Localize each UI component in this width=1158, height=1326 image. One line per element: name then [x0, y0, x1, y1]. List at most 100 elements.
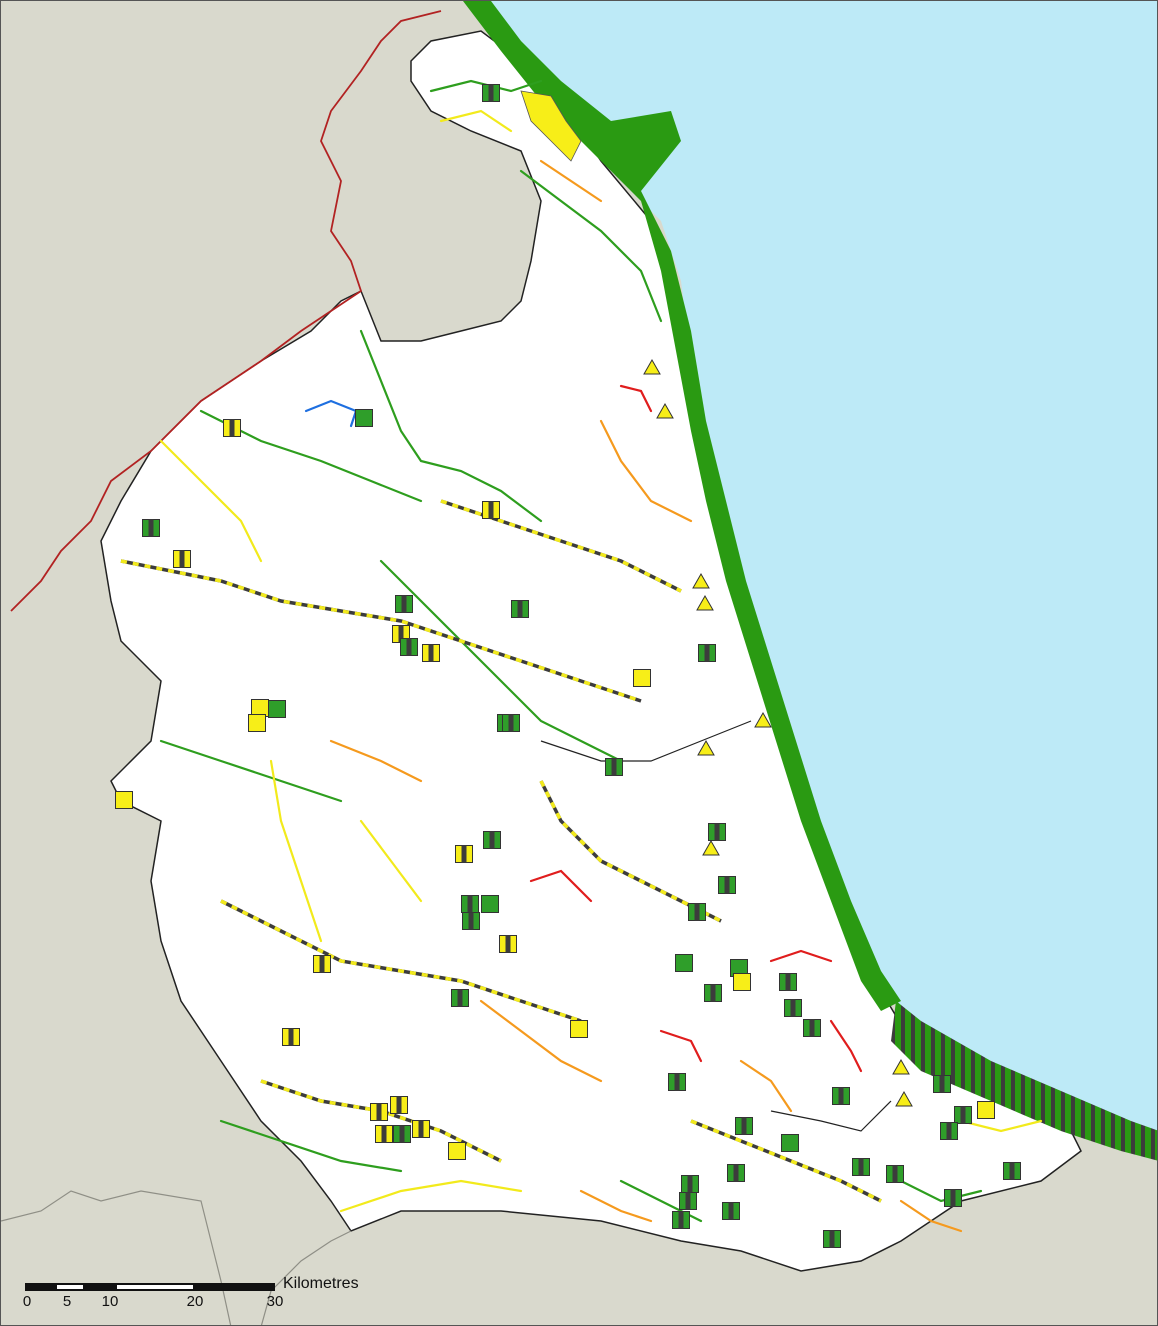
square-marker-icon [248, 714, 266, 732]
river-segment [219, 1119, 403, 1173]
triangle-marker-icon [692, 572, 710, 589]
river-segment [959, 1119, 1043, 1133]
split-square-marker-icon [455, 845, 473, 863]
split-square-marker-icon [886, 1165, 904, 1183]
river-segment [519, 169, 663, 323]
triangle-marker-icon [702, 839, 720, 856]
split-square-marker-icon [718, 876, 736, 894]
river-segment [529, 869, 593, 903]
split-square-marker-icon [727, 1164, 745, 1182]
square-marker-icon [355, 409, 373, 427]
scale-tick: 20 [186, 1293, 204, 1310]
split-square-marker-icon [681, 1175, 699, 1193]
split-square-marker-icon [142, 519, 160, 537]
sea-area [471, 1, 1157, 1160]
river-segment [739, 1059, 793, 1113]
catchment-line [770, 1100, 892, 1132]
river-segment [269, 759, 323, 943]
scale-bar: Kilometres 0 5 10 20 30 [23, 1275, 385, 1323]
square-marker-icon [481, 895, 499, 913]
split-square-marker-icon [395, 595, 413, 613]
split-square-marker-icon [944, 1189, 962, 1207]
river-segment [659, 1029, 703, 1063]
square-marker-icon [781, 1134, 799, 1152]
triangle-marker-icon [892, 1058, 910, 1075]
river-segment [359, 329, 543, 523]
river-segment [159, 439, 263, 563]
split-square-marker-icon [462, 912, 480, 930]
river-segment [769, 949, 833, 963]
coastal-water-band-hatched [891, 1001, 1157, 1161]
square-marker-icon [633, 669, 651, 687]
split-square-marker-icon [933, 1075, 951, 1093]
heavily-modified-rivers [120, 499, 882, 1203]
scale-tick: 30 [266, 1293, 284, 1310]
river-segment [599, 419, 693, 523]
split-square-marker-icon [499, 935, 517, 953]
split-square-marker-icon [370, 1103, 388, 1121]
admin-boundary [260, 1230, 352, 1325]
split-square-marker-icon [1003, 1162, 1021, 1180]
river-segment [899, 1199, 963, 1233]
square-marker-icon [977, 1101, 995, 1119]
split-square-marker-icon [412, 1120, 430, 1138]
scale-tick: 5 [62, 1293, 72, 1310]
river-segment-dashed [220, 899, 582, 1023]
split-square-marker-icon [223, 419, 241, 437]
river-segment [159, 739, 343, 803]
split-square-marker-icon [451, 989, 469, 1007]
split-square-marker-icon [483, 831, 501, 849]
split-square-marker-icon [708, 823, 726, 841]
scale-segment [195, 1283, 275, 1291]
river-segment [479, 999, 603, 1083]
triangle-marker-icon [697, 739, 715, 756]
square-marker-icon [570, 1020, 588, 1038]
split-square-marker-icon [832, 1087, 850, 1105]
triangle-marker-icon [696, 594, 714, 611]
river-segment [619, 384, 653, 413]
split-square-marker-icon [502, 714, 520, 732]
split-square-marker-icon [784, 999, 802, 1017]
split-square-marker-icon [482, 84, 500, 102]
split-square-marker-icon [422, 644, 440, 662]
river-segment [359, 819, 423, 903]
split-square-marker-icon [954, 1106, 972, 1124]
lake-water-body [520, 90, 582, 162]
split-square-marker-icon [605, 758, 623, 776]
split-square-marker-icon [400, 638, 418, 656]
catchment-line [540, 720, 752, 762]
river-segment-dashed [690, 1119, 882, 1203]
river-segment [329, 739, 423, 783]
river-segment [899, 1179, 983, 1203]
triangle-marker-icon [895, 1090, 913, 1107]
river-segment-dashed [539, 780, 722, 923]
square-marker-icon [733, 973, 751, 991]
split-square-marker-icon [173, 550, 191, 568]
square-marker-icon [268, 700, 286, 718]
river-segment [439, 109, 513, 133]
split-square-marker-icon [679, 1192, 697, 1210]
split-square-marker-icon [803, 1019, 821, 1037]
split-square-marker-icon [390, 1096, 408, 1114]
sub-catchment-boundaries [540, 720, 892, 1132]
river-segment-dashed [440, 499, 682, 593]
monitoring-stations [115, 84, 1021, 1248]
national-border [10, 10, 442, 612]
split-square-marker-icon [779, 973, 797, 991]
coastal-water-band [463, 1, 901, 1011]
scale-segment [55, 1283, 85, 1291]
scale-tick: 10 [101, 1293, 119, 1310]
scale-unit-label: Kilometres [283, 1275, 359, 1292]
river-segment [539, 159, 603, 203]
split-square-marker-icon [722, 1202, 740, 1220]
split-square-marker-icon [735, 1117, 753, 1135]
admin-boundary [1, 1190, 232, 1325]
triangle-marker-icon [656, 402, 674, 419]
scale-segment [25, 1283, 55, 1291]
river-segment [304, 399, 358, 428]
split-square-marker-icon [823, 1230, 841, 1248]
split-square-marker-icon [698, 644, 716, 662]
split-square-marker-icon [940, 1122, 958, 1140]
split-square-marker-icon [375, 1125, 393, 1143]
